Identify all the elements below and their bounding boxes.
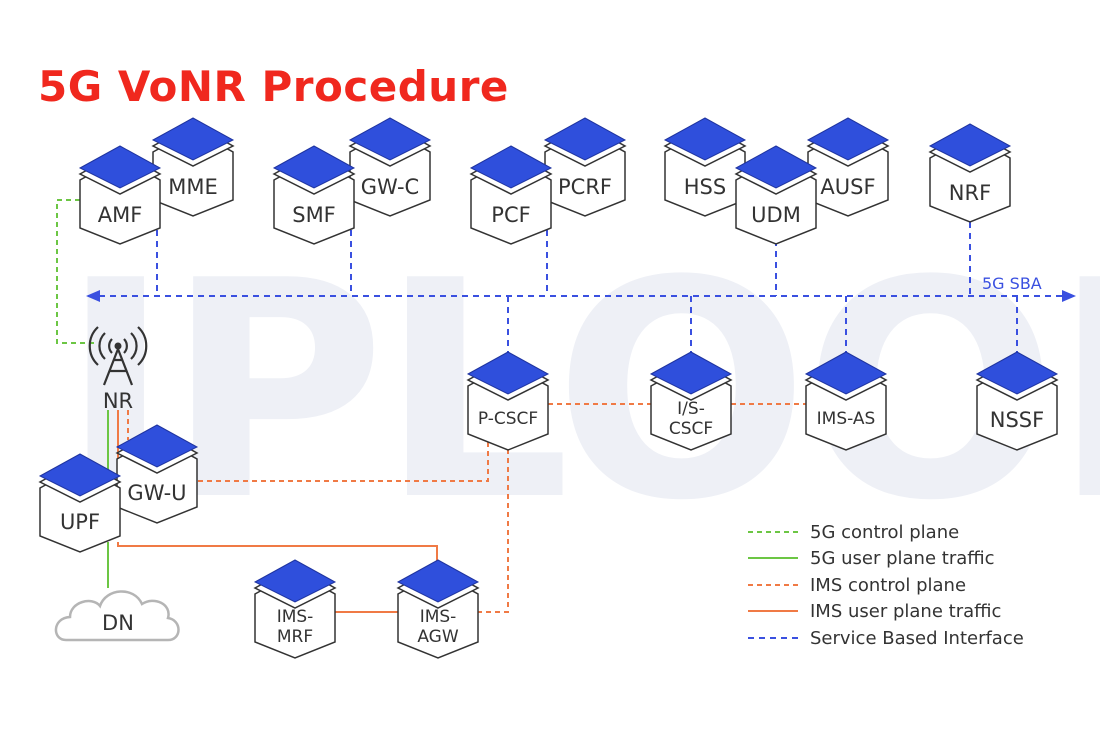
amf-nr-control-link: [56, 199, 95, 344]
sba-label: 5G SBA: [982, 274, 1042, 293]
smf-label: SMF: [292, 203, 336, 227]
nssf-label: NSSF: [990, 408, 1044, 432]
nssf-node: NSSF: [975, 351, 1059, 451]
pcf-label: PCF: [491, 203, 530, 227]
legend-label-sbi: Service Based Interface: [810, 628, 1024, 649]
amf-node: AMF: [78, 145, 162, 245]
legend: 5G control plane 5G user plane traffic I…: [748, 522, 1024, 649]
iscscf-label-line2: CSCF: [669, 419, 713, 439]
nr-label: NR: [103, 389, 133, 413]
upf-label: UPF: [60, 510, 100, 534]
imsagw-label-line1: IMS-: [420, 607, 457, 627]
dn-label: DN: [102, 611, 134, 635]
gwc-node: GW-C: [348, 117, 432, 217]
nrf-label: NRF: [949, 181, 991, 205]
legend-label-ims-control: IMS control plane: [810, 575, 966, 596]
pcrf-node: PCRF: [543, 117, 627, 217]
ausf-node: AUSF: [806, 117, 890, 217]
imsas-node: IMS-AS: [804, 351, 888, 451]
watermark: IPLOOK: [60, 217, 1100, 566]
hss-label: HSS: [684, 175, 726, 199]
dn-cloud-icon: [54, 590, 180, 642]
udm-node: UDM: [734, 145, 818, 245]
iscscf-node: I/S- CSCF: [649, 351, 733, 451]
imsagw-label-line2: AGW: [417, 627, 459, 647]
network-nodes: MME GW-C PCRF HSS AUSF: [38, 117, 1059, 659]
iscscf-label-line1: I/S-: [677, 399, 705, 419]
imsmrf-label-line1: IMS-: [277, 607, 314, 627]
pcscf-node: P-CSCF: [466, 351, 550, 451]
mme-node: MME: [151, 117, 235, 217]
legend-label-ims-user: IMS user plane traffic: [810, 601, 1001, 622]
imsmrf-node: IMS- MRF: [253, 559, 337, 659]
hss-node: HSS: [663, 117, 747, 217]
nr-antenna-icon: [88, 326, 148, 386]
page-title: 5G VoNR Procedure: [38, 62, 509, 111]
gwu-pcscf-ims-control-link: [198, 440, 489, 482]
gwc-label: GW-C: [361, 175, 419, 199]
imsas-label: IMS-AS: [817, 409, 876, 429]
smf-node: SMF: [272, 145, 356, 245]
pcscf-label: P-CSCF: [478, 409, 538, 429]
legend-label-5g-user: 5G user plane traffic: [810, 548, 995, 569]
ausf-label: AUSF: [820, 175, 875, 199]
amf-label: AMF: [98, 203, 143, 227]
pcf-node: PCF: [469, 145, 553, 245]
pcscf-imsagw-ims-control-link: [477, 440, 509, 613]
imsagw-node: IMS- AGW: [396, 559, 480, 659]
pcrf-label: PCRF: [558, 175, 612, 199]
mme-label: MME: [168, 175, 218, 199]
gwu-label: GW-U: [127, 481, 186, 505]
upf-node: UPF: [38, 453, 122, 553]
udm-label: UDM: [751, 203, 801, 227]
imsmrf-label-line2: MRF: [277, 627, 313, 647]
nrf-node: NRF: [928, 123, 1012, 223]
legend-label-5g-control: 5G control plane: [810, 522, 959, 543]
